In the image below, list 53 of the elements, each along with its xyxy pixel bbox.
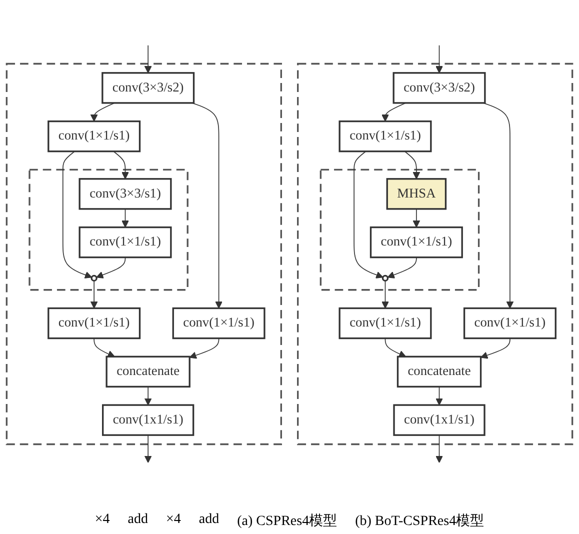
cluster [28,168,188,291]
node-circle [90,274,98,282]
node-box [370,226,463,258]
node-box [392,72,486,104]
cluster [320,168,480,291]
node-box [172,307,266,340]
node-box [78,178,172,210]
arrow [94,338,115,358]
node-box [102,404,194,436]
arrow [354,150,384,278]
arrow [436,44,443,74]
node-box [338,307,432,340]
node-box [393,404,486,436]
arrow [122,208,129,228]
node-box [48,120,141,152]
flowchart-drawing: conv(3×3/s2) conv(1×1/s1) conv(3×3/s1) conv(1×1/s1) conv(1×1/s1) conv(1×1/s1) concatenate conv(1x1/s1) conv(3×3/s2) conv(1×1/s1) MHSA conv(1×1/s1) conv(1×1/s1) conv(1×1/s1) concatenate conv(1x1/s1) [0,0,579,508]
arrow [90,280,98,309]
note-label: ×4 [166,512,181,529]
node-box [106,356,190,388]
arrow [412,208,420,228]
arrow [62,150,92,278]
arrow [436,386,443,406]
arrow [384,338,406,358]
node-box [386,178,447,210]
arrow [144,434,152,463]
arrow [96,256,126,278]
arrow [482,102,514,309]
note-label: add [198,512,220,529]
arrow [189,338,220,359]
node-box [48,307,141,340]
arrow [436,434,443,463]
node-box [78,226,172,258]
arrow [90,102,115,122]
arrow [192,102,222,309]
arrow [382,102,406,122]
note-label: (a) CSPRes4模型 [237,512,338,530]
arrow [387,256,417,278]
note-label: ×4 [94,512,110,529]
arrow [480,338,510,359]
arrow [382,280,389,309]
node-box [396,356,482,388]
note-label: add [128,512,148,529]
cluster [297,62,574,446]
node-box [102,72,195,104]
note-label: (b) BoT-CSPRes4模型 [355,512,484,530]
node-box [338,120,432,152]
arrow [144,44,152,74]
arrow [404,150,420,180]
cluster [6,62,282,446]
arrow [144,386,152,406]
arrow [113,150,129,180]
node-circle [382,274,389,282]
node-box [463,307,556,340]
